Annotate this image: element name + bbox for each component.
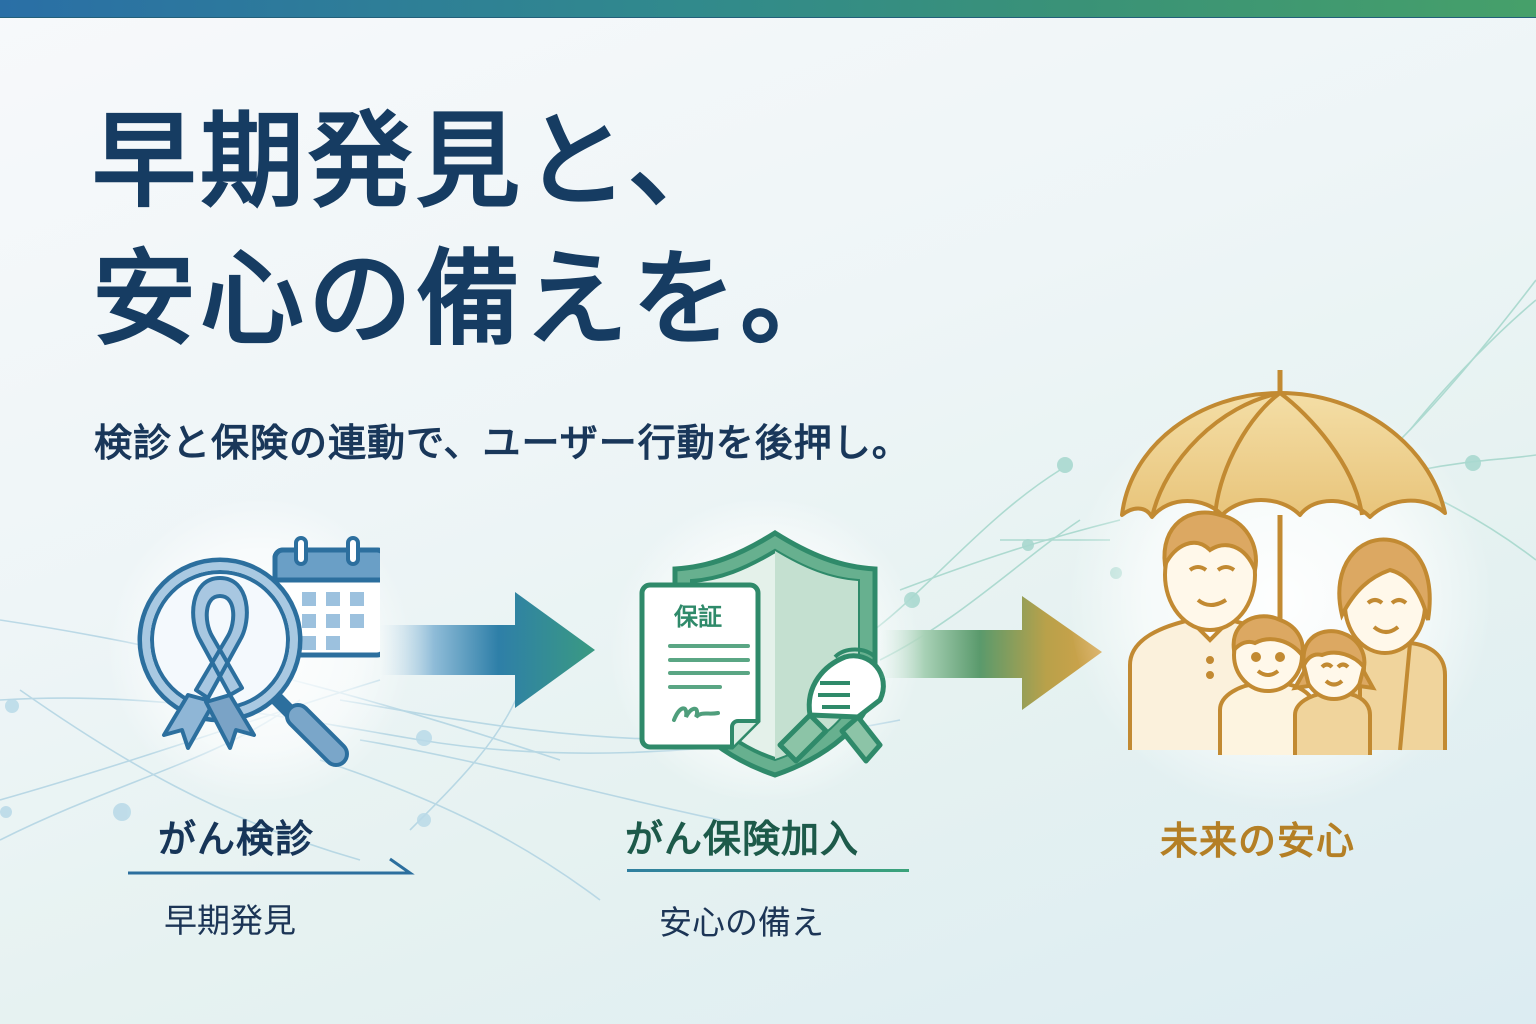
step-subtitle-peace-of-mind: 安心の備え — [659, 903, 824, 942]
step1-underline-arrow — [128, 857, 415, 875]
top-accent-bar — [0, 0, 1536, 18]
family-umbrella-icon — [1120, 370, 1447, 755]
cancer-screening-icon — [137, 536, 380, 767]
headline-line-1: 早期発見と、 — [92, 100, 736, 222]
arrow-right-icon — [880, 596, 1102, 710]
headline-line-2: 安心の備えを。 — [92, 238, 849, 360]
arrow-right-icon — [380, 592, 595, 708]
daughter-icon — [1291, 629, 1377, 755]
step-title-insurance-enrollment: がん保険加入 — [625, 817, 860, 861]
subheadline: 検診と保険の連動で、ユーザー行動を後押し。 — [94, 421, 911, 465]
handshake-icon — [777, 647, 886, 764]
headline: 早期発見と、 安心の備えを。 — [92, 92, 848, 368]
step2-underline — [627, 869, 909, 872]
magnifying-glass-icon — [137, 557, 349, 767]
umbrella-icon — [1120, 370, 1447, 635]
awareness-ribbon-icon — [162, 576, 256, 750]
step-subtitle-early-detection: 早期発見 — [164, 901, 296, 940]
step-title-future-security: 未来の安心 — [1160, 819, 1356, 863]
document-label: 保証 — [673, 603, 722, 631]
step-title-cancer-screening: がん検診 — [158, 817, 315, 861]
son-icon — [1218, 614, 1317, 755]
insurance-shield-icon: 保証 — [639, 530, 886, 778]
guarantee-document-icon: 保証 — [639, 582, 761, 750]
